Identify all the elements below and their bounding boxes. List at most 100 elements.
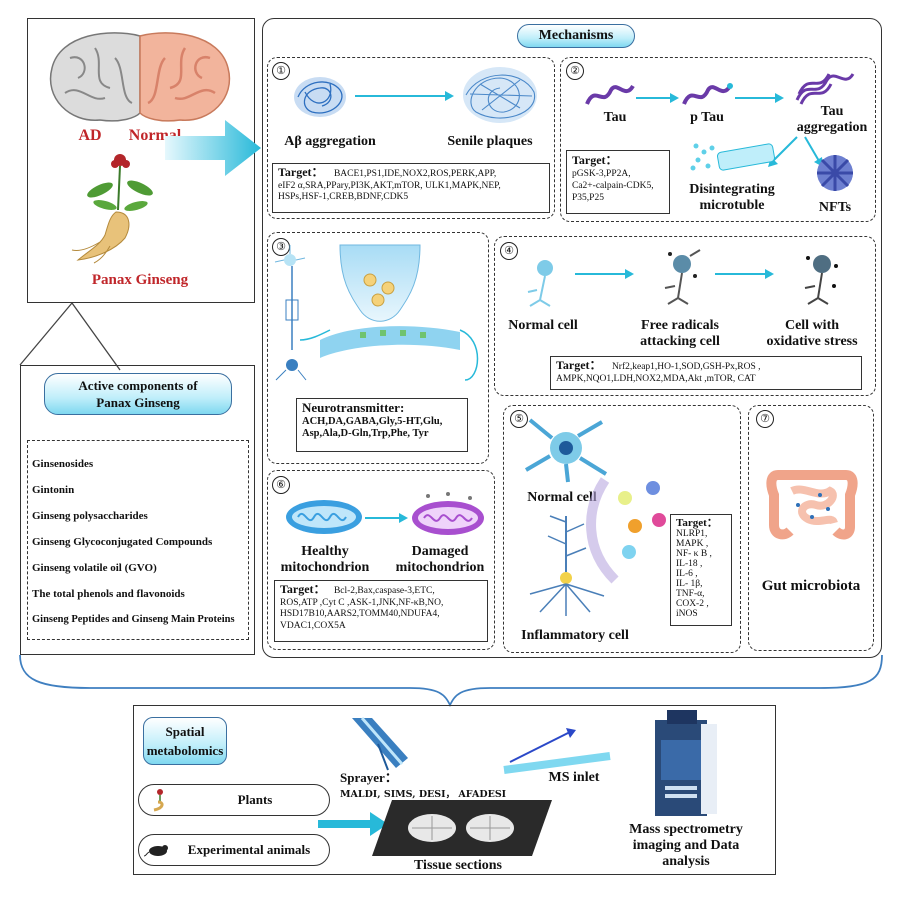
target-line: ROS,ATP ,Cyt C ,ASK-1,JNK,NF-κB,NO,: [280, 597, 444, 608]
ms-inlet-label: MS inlet: [548, 770, 600, 785]
target-line: HSD17B10,AARS2,TOMM40,NDUFA4,: [280, 609, 440, 619]
target-box-6: Target： Bcl-2,Bax,caspase-3,ETC, ROS,ATP…: [274, 580, 488, 642]
attacked-cell-icon: [664, 249, 701, 305]
arrow-icon: [355, 91, 454, 101]
nfts-icon: [817, 155, 853, 191]
target-line: eIF2 α,SRA,PPary,PI3K,AKT,mTOR, ULK1,MAP…: [278, 180, 501, 191]
free-radicals-line2: attacking cell: [640, 334, 720, 349]
disintegrating-microtuble-label: Disintegrating microtuble: [672, 182, 792, 214]
ms-line2: imaging and Data: [632, 838, 740, 853]
panel-number: ⑤: [510, 410, 528, 428]
abeta-aggregate-icon: [294, 77, 346, 117]
mechanism-panel-7: [748, 405, 874, 651]
mechanism-panel-3: [267, 232, 489, 464]
target-line: COX-2 ,: [676, 599, 709, 609]
mass-spectrometer-icon: [655, 710, 717, 816]
panax-ginseng-label: Panax Ginseng: [91, 272, 189, 288]
gut-microbiota-label: Gut microbiota: [761, 578, 861, 594]
normal-neuron-icon: [524, 418, 608, 483]
mechanisms-panel: [262, 18, 882, 658]
target-line: pGSK-3,PP2A,: [572, 169, 631, 179]
list-item: Ginseng Glycoconjugated Compounds: [32, 536, 213, 548]
ginseng-panel: [27, 18, 255, 303]
target-line: Nrf2,keap1,HO-1,SOD,GSH-Px,ROS ,: [611, 362, 761, 372]
tissue-sections-icon: [372, 800, 552, 856]
target-box-5: Target： NLRP1, MAPK , NF- κ B , IL-18 , …: [670, 514, 732, 626]
target-box-1: Target： BACE1,PS1,IDE,NOX2,ROS,PERK,APP,…: [272, 163, 550, 213]
active-components-panel: [20, 365, 255, 655]
target-line: P35,P25: [572, 193, 604, 203]
target-line: BACE1,PS1,IDE,NOX2,ROS,PERK,APP,: [333, 169, 497, 179]
experimental-animals-label: Experimental animals: [187, 842, 311, 857]
active-title-line1: Active components of: [78, 378, 198, 393]
target-line: VDAC1,COX5A: [280, 620, 346, 631]
oxidative-line2: oxidative stress: [766, 334, 858, 349]
arrow-icon: [735, 93, 784, 103]
arrow-icon: [715, 269, 774, 279]
mechanisms-title: Mechanisms: [517, 24, 635, 48]
arrow-icon: [365, 513, 408, 523]
spatial-line1: Spatial: [165, 724, 205, 739]
oxidative-stress-label: Cell with oxidative stress: [750, 318, 874, 350]
senile-plaque-icon: [463, 67, 537, 123]
cytokine-cycle-icon: [586, 477, 666, 584]
list-item: Ginseng Peptides and Ginseng Main Protei…: [32, 614, 235, 625]
synapse-illustration: [274, 244, 479, 381]
ginseng-plant-illustration: [71, 154, 153, 264]
plants-box: [138, 784, 330, 816]
target-line: iNOS: [676, 609, 698, 619]
neurotransmitter-box: Neurotransmitter: ACH,DA,GABA,Gly,5-HT,G…: [296, 398, 468, 452]
target-box-4: Target： Nrf2,keap1,HO-1,SOD,GSH-Px,ROS ,…: [550, 356, 862, 390]
target-line: NF- κ B ,: [676, 549, 712, 559]
ptau-protein-icon: [682, 83, 733, 105]
neurotransmitter-line: Asp,Ala,D-Gln,Trp,Phe, Tyr: [302, 428, 429, 439]
tau-label: Tau: [603, 110, 627, 125]
healthy-mitochondrion-icon: [286, 500, 362, 534]
tau-aggregate-icon: [795, 73, 855, 105]
ms-line3: analysis: [662, 854, 710, 869]
animals-box: [138, 834, 330, 866]
disintegrating-line1: Disintegrating: [689, 182, 775, 197]
damaged-line2: mitochondrion: [395, 560, 485, 575]
mechanism-panel-5: [503, 405, 741, 653]
plants-label: Plants: [237, 792, 273, 807]
active-components-title: Active components of Panax Ginseng: [44, 373, 232, 415]
spatial-line2: metabolomics: [146, 743, 224, 758]
tau-protein-icon: [585, 84, 635, 105]
panel-number: ④: [500, 242, 518, 260]
target-label: Target：: [556, 358, 602, 372]
damaged-mitochondrion-label: Damaged mitochondrion: [385, 544, 495, 576]
target-line: MAPK ,: [676, 539, 709, 549]
inflammatory-cell-label: Inflammatory cell: [521, 628, 629, 643]
target-line: NLRP1,: [676, 529, 708, 539]
bracket-line: [19, 654, 883, 708]
nfts-label: NFTs: [818, 200, 852, 215]
free-radicals-line1: Free radicals: [641, 318, 719, 333]
target-line: HSPs,HSF-1,CREB,BDNF,CDK5: [278, 192, 409, 202]
healthy-line2: mitochondrion: [280, 560, 370, 575]
gut-icon: [766, 470, 858, 540]
ptau-label: p Tau: [690, 110, 724, 125]
mouse-icon: [143, 845, 168, 857]
target-line: Bcl-2,Bax,caspase-3,ETC,: [333, 586, 435, 596]
target-label: Target：: [572, 153, 618, 167]
abeta-aggregation-label: Aβ aggregation: [284, 134, 376, 149]
sprayer-label: Sprayer：: [340, 770, 398, 785]
normal-cell-label-5: Normal cell: [527, 490, 597, 505]
healthy-line1: Healthy: [301, 544, 349, 559]
active-title-line2: Panax Ginseng: [96, 395, 180, 410]
neurotransmitter-line: ACH,DA,GABA,Gly,5-HT,Glu,: [302, 416, 443, 427]
mechanism-panel-1: [267, 57, 555, 219]
free-radicals-label: Free radicals attacking cell: [620, 318, 740, 350]
ad-label: AD: [78, 127, 102, 144]
target-box-2: Target： pGSK-3,PP2A, Ca2+-calpain-CDK5, …: [566, 150, 670, 214]
list-item: Ginsenosides: [32, 458, 94, 470]
ginseng-small-icon: [153, 789, 164, 812]
target-line: TNF-α,: [676, 589, 705, 599]
damaged-mitochondrion-icon: [412, 492, 484, 535]
arrow-icon: [636, 93, 679, 103]
damaged-line1: Damaged: [411, 544, 469, 559]
list-item: Gintonin: [32, 484, 75, 496]
normal-cell-icon: [527, 260, 553, 307]
target-label: Target：: [280, 582, 326, 596]
